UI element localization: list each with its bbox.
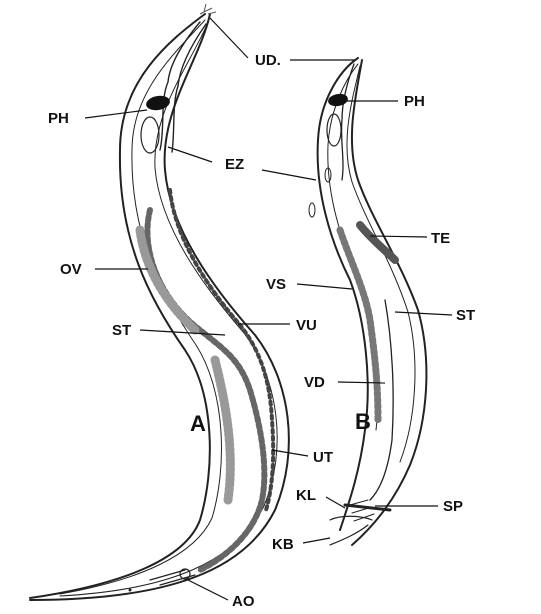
label-ao: AO [232,594,255,609]
leader-ut [272,450,308,456]
leader-st-b [395,312,452,315]
label-ph-a: PH [48,111,69,126]
panel-label-b: B [355,411,371,433]
label-ez: EZ [225,157,244,172]
leader-st-a [140,330,225,335]
leader-ez-a [168,147,212,162]
label-kb: KB [272,537,294,552]
worm-a-cuticle-left [30,14,210,598]
label-sp: SP [443,499,463,514]
panel-label-a: A [190,413,206,435]
leader-kb [303,538,330,543]
leader-kl [326,497,345,508]
label-st-b: ST [456,308,475,323]
label-vs: VS [266,277,286,292]
worm-b-body [318,58,427,545]
leader-ao [188,580,228,600]
label-ud: UD. [255,53,281,68]
leader-ez-b [262,170,316,180]
leader-te [370,236,427,237]
label-ph-b: PH [404,94,425,109]
label-ov: OV [60,262,82,277]
label-ut: UT [313,450,333,465]
worm-b-pharyngeal-bulb [327,92,349,107]
leader-ud-a [210,18,248,58]
worm-a-stylet-tip [200,4,216,14]
label-vd: VD [304,375,325,390]
label-st-a: ST [112,323,131,338]
worm-a-pharyngeal-bulb [145,94,171,112]
leader-vs [297,284,352,289]
label-vu: VU [296,318,317,333]
leader-lines [85,18,452,600]
label-kl: KL [296,488,316,503]
label-te: TE [431,231,450,246]
